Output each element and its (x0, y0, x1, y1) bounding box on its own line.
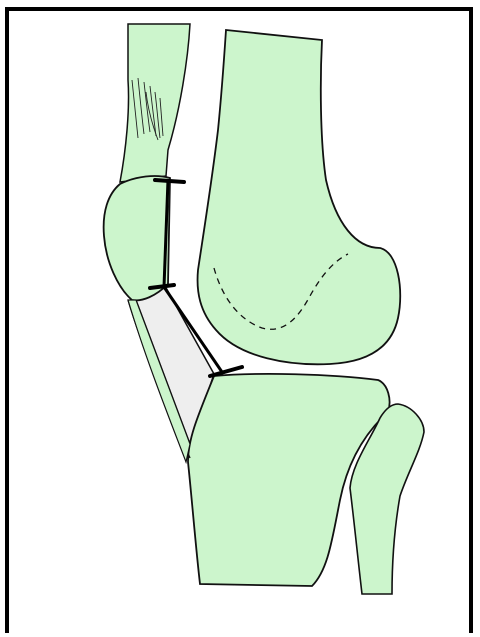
tick-mark-top (155, 180, 184, 182)
patella (104, 176, 170, 300)
quadriceps-tendon (120, 24, 190, 182)
